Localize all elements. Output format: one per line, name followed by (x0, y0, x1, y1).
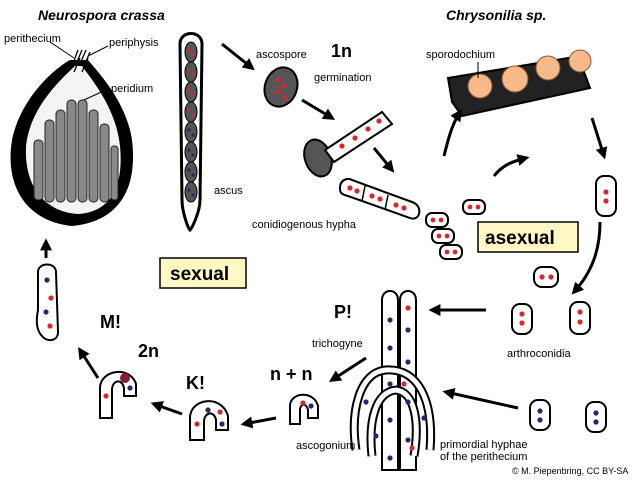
fragmenting-hypha (425, 199, 486, 260)
label-sporodochium: sporodochium (426, 49, 495, 61)
label-2n: 2n (138, 341, 159, 361)
label-perithecium: perithecium (4, 33, 61, 45)
cycle-arrows (40, 42, 608, 429)
label-haploid-1n: 1n (331, 41, 352, 61)
meiosis-hypha (35, 263, 60, 342)
arrow-sporodochium-back (492, 154, 530, 177)
crozier-dikaryon (189, 400, 229, 441)
ascus-illustration (178, 32, 204, 233)
arrow-ascospore-to-germination (301, 98, 336, 120)
label-meiosis: M! (100, 312, 121, 332)
label-periphysis: periphysis (109, 37, 159, 49)
label-conidiogenous-hypha: conidiogenous hypha (252, 219, 357, 231)
label-sexual: sexual (170, 264, 229, 285)
periphyses (71, 49, 91, 73)
arrow-dikaryon-to-diploid (150, 401, 183, 416)
arrow-primordial-to-ascogonium (442, 387, 519, 410)
arrow-to-sporodochium (442, 109, 462, 157)
label-plasmogamy: P! (334, 302, 352, 322)
label-primordial-hyphae-1: primordial hyphae (440, 439, 527, 451)
label-ascus: ascus (214, 185, 243, 197)
title-chrysonilia: Chrysonilia sp. (446, 7, 546, 23)
arrow-trichogyne-to-dikaryon (328, 356, 367, 382)
asexual-box (477, 221, 579, 253)
perithecium-asci (33, 99, 119, 203)
credit-text: © M. Piepenbring, CC BY-SA (512, 466, 628, 476)
perithecium-illustration (10, 41, 134, 226)
label-ascogonium: ascogonium (296, 440, 355, 452)
label-germination: germination (314, 72, 371, 84)
ascogonium-complex (349, 290, 436, 471)
arrow-sporodochium-to-arthroconidia (590, 117, 608, 160)
label-peridium: peridium (111, 83, 153, 95)
label-arthroconidia: arthroconidia (507, 348, 571, 360)
label-asexual: asexual (485, 228, 555, 249)
germinating-hypha (303, 110, 394, 178)
crozier-diploid (99, 370, 137, 419)
arrow-ascus-to-ascospore (221, 42, 255, 71)
sexual-box (159, 257, 247, 289)
crozier-young (289, 393, 319, 425)
arrow-germination-to-conidiogenous (372, 147, 395, 173)
sporodochium-illustration (446, 49, 592, 118)
bottom-right-conidia (529, 399, 607, 433)
arrow-arthroconidia-down (571, 221, 602, 295)
label-ascospore: ascospore (256, 49, 307, 61)
arrow-diploid-to-meiosis (78, 346, 100, 379)
ascospore-illustration (263, 66, 299, 108)
label-trichogyne: trichogyne (312, 338, 363, 350)
arthroconidia-illustration (511, 175, 617, 335)
label-primordial-hyphae-2: of the perithecium (440, 451, 527, 463)
title-neurospora: Neurospora crassa (38, 7, 165, 23)
label-n-plus-n: n + n (270, 364, 313, 384)
label-karyogamy: K! (186, 373, 205, 393)
arrow-young-to-dikaryon-crozier (240, 416, 277, 429)
conidiogenous-hypha (338, 178, 421, 220)
